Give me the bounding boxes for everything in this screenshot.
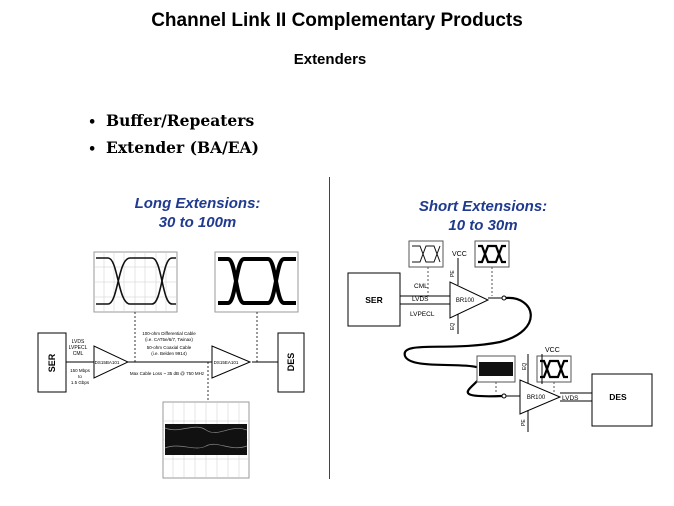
page-title: Channel Link II Complementary Products xyxy=(151,10,523,31)
short-bottom-chip: BR100 xyxy=(527,395,546,401)
long-extensions-heading: Long Extensions: 30 to 100m xyxy=(100,194,295,232)
short-eq-bottom: EQ xyxy=(522,363,528,370)
long-input-lvpecl: LVPECL xyxy=(69,345,88,351)
short-top-chip: BR100 xyxy=(456,298,475,304)
long-input-cml: CML xyxy=(73,351,84,357)
eye-diagram-input xyxy=(93,251,178,313)
page-subtitle: Extenders xyxy=(293,51,367,68)
short-eye-cable xyxy=(476,355,516,383)
long-rate-2: to xyxy=(78,374,82,379)
eye-diagram-cable xyxy=(162,401,250,479)
short-top-buffer-triangle xyxy=(449,281,490,319)
short-heading-line2: 10 to 30m xyxy=(448,217,518,234)
column-divider xyxy=(329,177,330,479)
short-heading-line1: Short Extensions: xyxy=(418,198,548,215)
short-vcc-bottom: VCC xyxy=(545,347,560,354)
eye-diagram-output xyxy=(214,251,299,313)
long-rate-3: 1.5 Gbps xyxy=(71,380,90,385)
short-eye-recovered xyxy=(536,355,572,383)
bullet-item: • Extender (BA/EA) xyxy=(88,138,259,157)
short-eq-top: EQ xyxy=(450,323,456,330)
short-des-label: DES xyxy=(609,392,627,402)
bullet-item: • Buffer/Repeaters xyxy=(88,111,254,130)
long-input-lvds: LVDS xyxy=(72,339,85,345)
short-cable xyxy=(403,296,532,398)
bullet-text: Extender (BA/EA) xyxy=(106,138,259,157)
short-eye-output xyxy=(474,240,510,268)
long-cable-2: (i.e. CAT5e/6/7, Twinax) xyxy=(145,337,193,342)
short-extensions-heading: Short Extensions: 10 to 30m xyxy=(388,197,578,235)
short-extension-diagram: VCC PE SER CML LVDS LVPECL BR100 EQ VCC … xyxy=(347,240,653,432)
short-pe-top: PE xyxy=(450,270,456,277)
short-bottom-buffer-triangle xyxy=(519,379,562,415)
long-extension-diagram: SER LVDS LVPECL CML 150 Mbps to 1.5 Gbps… xyxy=(37,251,305,479)
long-buffer-triangle xyxy=(93,345,130,379)
short-pe-bottom: PE xyxy=(521,419,527,426)
bullet-dot-icon: • xyxy=(88,115,97,130)
long-heading-line2: 30 to 100m xyxy=(158,214,237,231)
long-cable-4: (i.e. Belden 9914) xyxy=(151,351,187,356)
long-ser-label: SER xyxy=(47,353,57,372)
long-loss-label: Max Cable Loss ~ 35 dB @ 750 MHz xyxy=(130,371,205,376)
long-cable-1: 100-ohm Differential Cable xyxy=(142,331,196,336)
short-lvds-out: LVDS xyxy=(562,395,579,402)
bullet-dot-icon: • xyxy=(88,142,97,157)
short-eye-input xyxy=(408,240,444,268)
long-cable-3: 50-ohm Coaxial Cable xyxy=(147,345,192,350)
short-cml: CML xyxy=(414,283,428,290)
long-equalizer-triangle xyxy=(211,345,252,379)
long-rate-1: 150 Mbps xyxy=(70,368,91,373)
long-heading-line1: Long Extensions: xyxy=(134,195,261,212)
bullet-text: Buffer/Repeaters xyxy=(106,111,255,130)
long-right-chip: DS15EA101 xyxy=(214,360,239,365)
short-lvpecl: LVPECL xyxy=(410,311,435,318)
long-left-chip: DS15BA101 xyxy=(95,360,120,365)
short-vcc-top: VCC xyxy=(452,251,467,258)
long-des-label: DES xyxy=(286,353,296,372)
short-lvds: LVDS xyxy=(412,296,429,303)
short-ser-label: SER xyxy=(365,295,382,305)
